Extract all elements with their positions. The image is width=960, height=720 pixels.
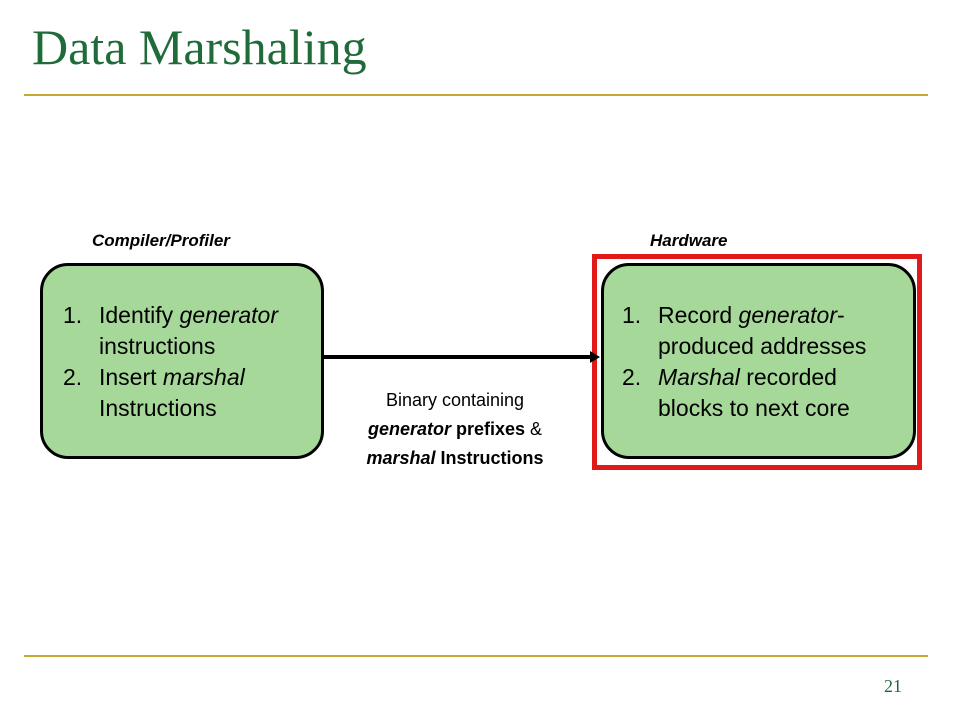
step-line-2: Instructions: [99, 395, 217, 421]
step-number: 1.: [622, 302, 642, 328]
hardware-label: Hardware: [650, 231, 728, 250]
emphasized-term: Marshal: [658, 364, 740, 390]
compiler-step-2: 2. Insert marshal Instructions: [63, 362, 278, 424]
hardware-step-2: 2. Marshal recorded blocks to next core: [622, 362, 866, 424]
step-line-1: Marshal recorded: [658, 364, 837, 390]
emphasized-term: generator: [179, 302, 279, 328]
compiler-profiler-box: 1. Identify generator instructions 2. In…: [40, 263, 324, 459]
arrow-caption: Binary containing generator prefixes & m…: [320, 386, 590, 473]
step-number: 1.: [63, 302, 83, 328]
arrow-head-icon: [590, 351, 600, 363]
step-number: 2.: [622, 364, 642, 390]
compiler-steps-list: 1. Identify generator instructions 2. In…: [63, 300, 278, 424]
hardware-highlight-frame: [592, 254, 922, 470]
slide-title: Data Marshaling: [32, 19, 367, 75]
hardware-steps-list: 1. Record generator- produced addresses …: [622, 300, 866, 424]
caption-line-3: marshal Instructions: [366, 448, 544, 468]
step-line-1: Identify generator: [99, 302, 279, 328]
step-line-2: produced addresses: [658, 333, 867, 359]
emphasized-term: marshal: [162, 364, 245, 390]
step-line-1: Insert marshal: [99, 364, 245, 390]
step-line-2: instructions: [99, 333, 216, 359]
page-number: 21: [884, 676, 902, 696]
step-line-2: blocks to next core: [658, 395, 850, 421]
hardware-step-1: 1. Record generator- produced addresses: [622, 300, 866, 362]
compiler-profiler-label: Compiler/Profiler: [92, 231, 230, 250]
step-line-1: Record generator-: [658, 302, 845, 328]
caption-line-2: generator prefixes &: [367, 419, 543, 439]
hardware-box: 1. Record generator- produced addresses …: [601, 263, 916, 459]
compiler-step-1: 1. Identify generator instructions: [63, 300, 278, 362]
footer-divider: [24, 655, 928, 657]
title-divider: [24, 94, 928, 96]
caption-line-1: Binary containing: [385, 390, 525, 410]
step-number: 2.: [63, 364, 83, 390]
emphasized-term: generator: [738, 302, 838, 328]
